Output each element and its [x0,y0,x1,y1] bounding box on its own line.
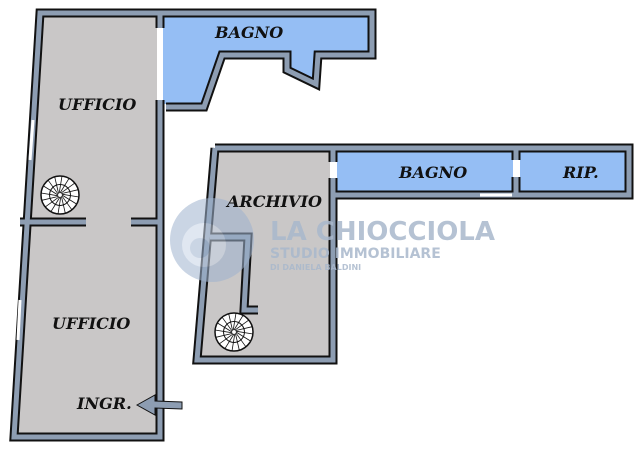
floor-ripostiglio [520,151,626,192]
floor-ufficio [17,17,157,434]
window [28,119,35,161]
floor-bagno-right [337,151,513,192]
spiral-staircase-icon [40,175,80,215]
entrance-arrow-icon [135,394,183,416]
room-label-ufficio: UFFICIO [58,95,136,114]
room-label-bagno: BAGNO [398,163,467,182]
watermark-logo [170,198,254,282]
window [16,299,22,341]
room-label-bagno: BAGNO [214,23,283,42]
room-label-ufficio: UFFICIO [52,314,130,333]
room-label-ingresso: INGR. [76,394,132,413]
spiral-staircase-icon [214,312,254,352]
watermark-brand: LA CHIOCCIOLA [270,217,495,247]
floor-bagno-top [163,17,368,104]
room-label-archivio: ARCHIVIO [225,192,322,211]
room-label-ripostiglio: RIP. [562,163,599,182]
watermark-owner: DI DANIELA BALDINI [270,263,361,272]
floor-archivio [200,151,330,357]
watermark-subtitle: STUDIO IMMOBILIARE [270,246,441,262]
